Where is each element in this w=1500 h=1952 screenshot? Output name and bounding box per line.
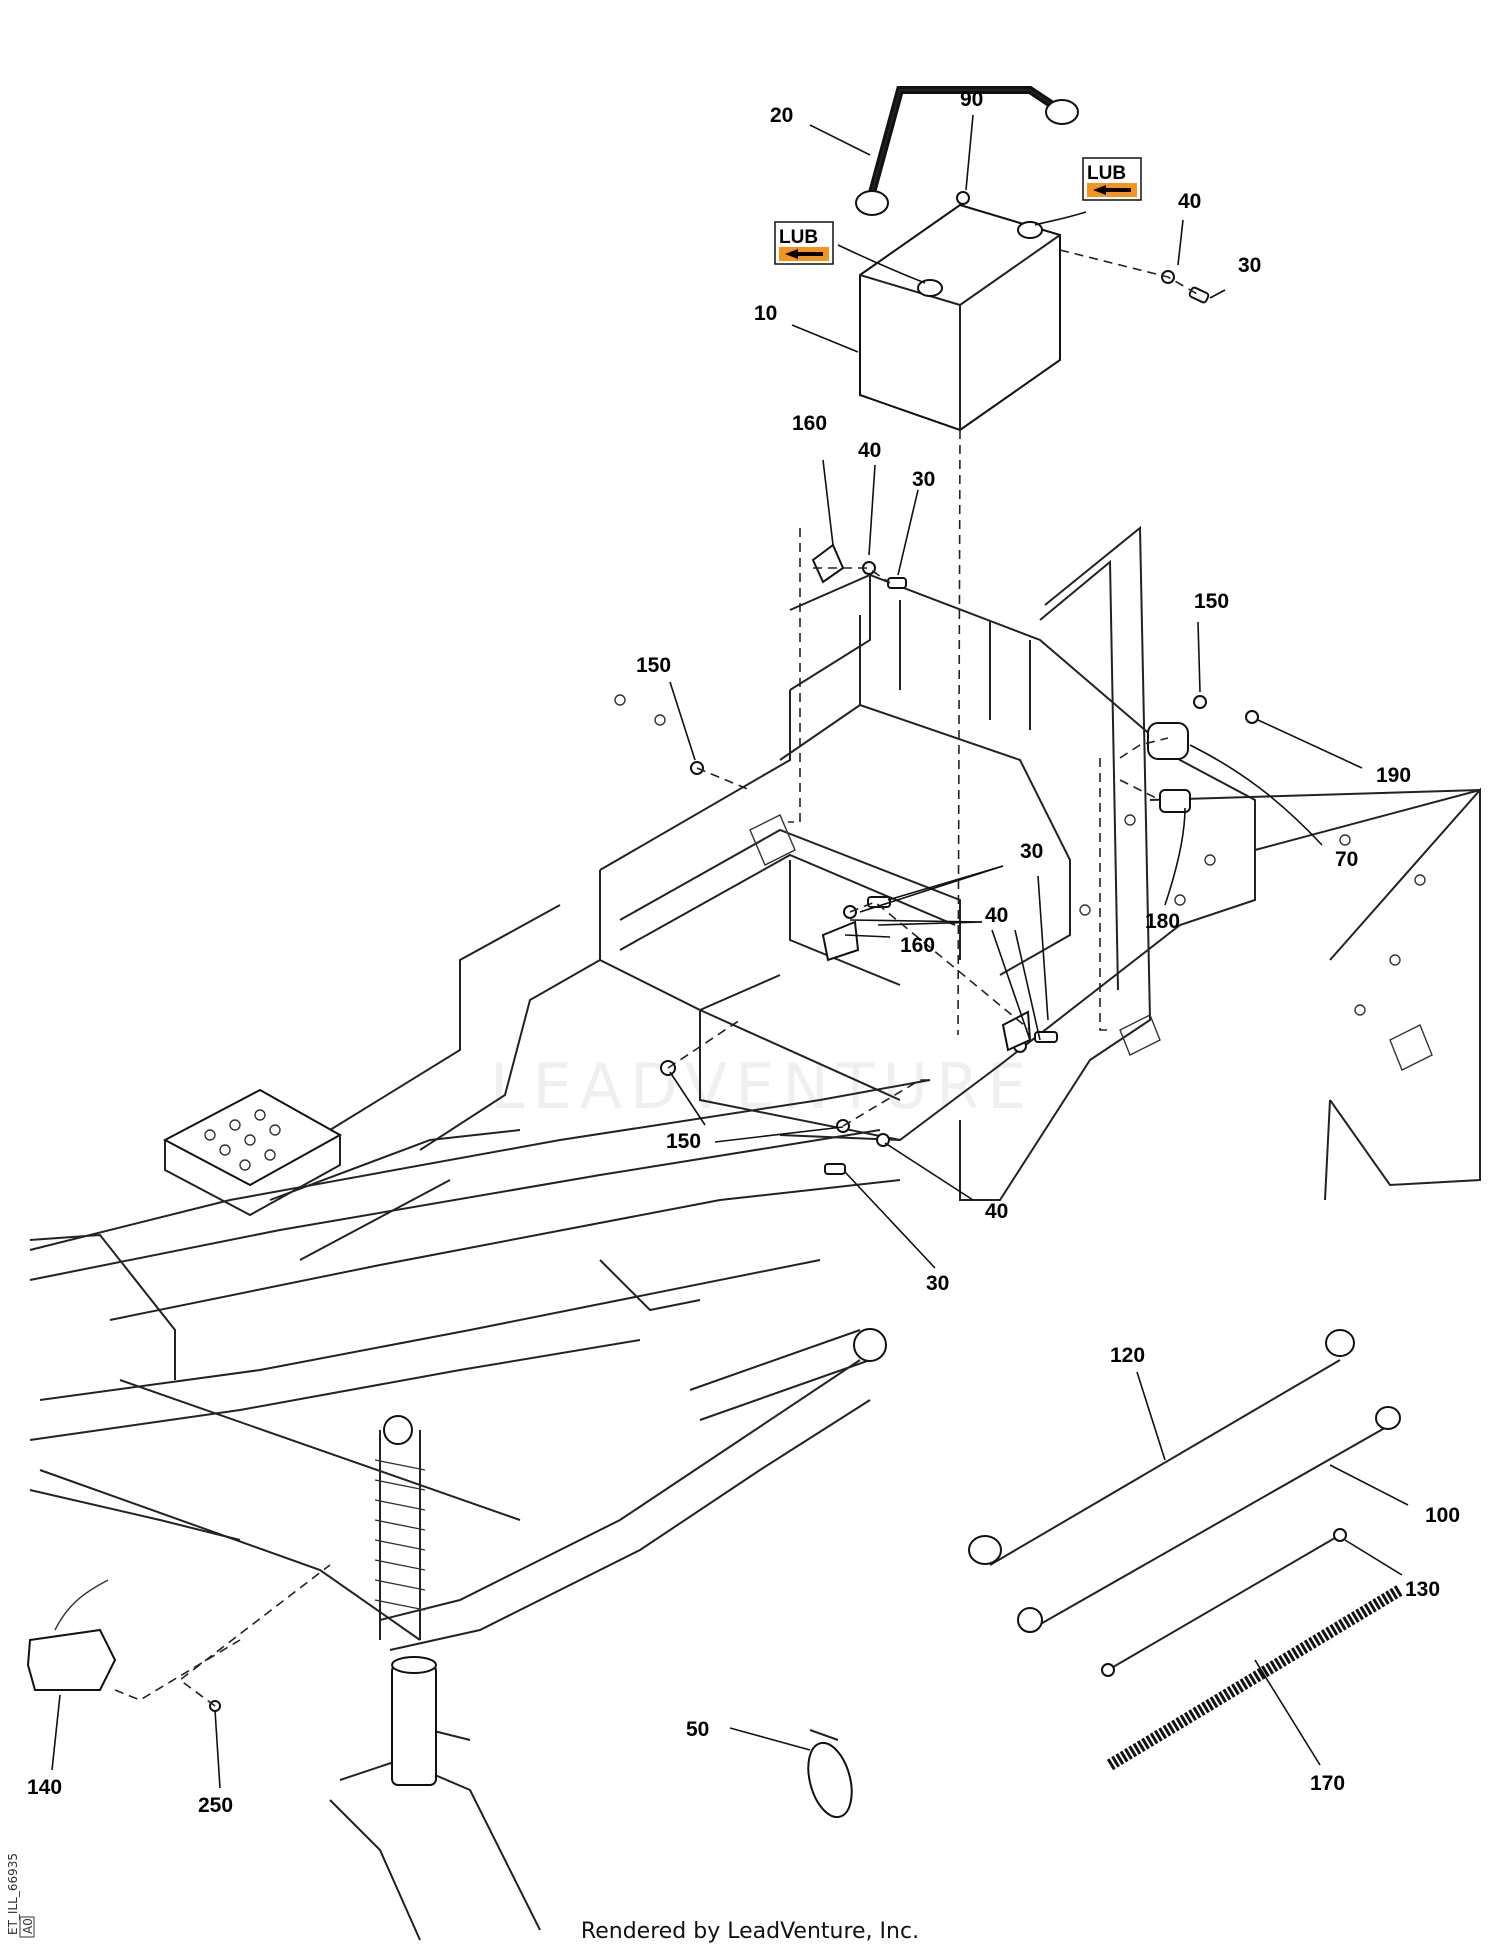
callout-140: 140 xyxy=(27,1776,62,1799)
shock-spring xyxy=(374,1415,426,1640)
assembly-lines xyxy=(114,249,1200,1707)
callout-150: 150 xyxy=(666,1130,701,1153)
footer-credit: Rendered by LeadVenture, Inc. xyxy=(581,1919,919,1944)
callout-130: 130 xyxy=(1405,1578,1440,1601)
callout-180: 180 xyxy=(1145,910,1180,933)
battery xyxy=(859,203,1061,432)
callout-50: 50 xyxy=(686,1718,709,1741)
chassis-frame xyxy=(29,525,1481,1941)
callout-150: 150 xyxy=(636,654,671,677)
leader-lines xyxy=(51,114,1409,1789)
split-loom-conduit xyxy=(1106,1584,1404,1771)
frame-holes xyxy=(204,694,1426,1171)
callout-250: 250 xyxy=(198,1794,233,1817)
lub-label: LUB xyxy=(1087,163,1126,184)
callout-100: 100 xyxy=(1425,1504,1460,1527)
light-assembly xyxy=(26,1579,117,1691)
lub-label: LUB xyxy=(779,227,818,248)
lub-tag-left: LUB xyxy=(774,221,834,265)
figure-id-text: ET_ILL_66935 xyxy=(6,1853,20,1935)
callout-190: 190 xyxy=(1376,764,1411,787)
cable-tie xyxy=(807,1729,853,1819)
hardware xyxy=(209,191,1259,1712)
figure-rev: A0 xyxy=(21,1918,35,1934)
callout-30: 30 xyxy=(1238,254,1261,277)
callout-40: 40 xyxy=(1178,190,1201,213)
callout-40: 40 xyxy=(985,1200,1008,1223)
callout-120: 120 xyxy=(1110,1344,1145,1367)
callout-150: 150 xyxy=(1194,590,1229,613)
lub-arrow-icon xyxy=(1093,185,1131,195)
lub-arrow-icon xyxy=(785,249,823,259)
callout-30: 30 xyxy=(926,1272,949,1295)
cables xyxy=(968,1329,1401,1677)
callout-90: 90 xyxy=(960,88,983,111)
callout-160: 160 xyxy=(900,934,935,957)
figure-id: ET_ILL_66935 A0 xyxy=(6,1853,35,1938)
callout-40: 40 xyxy=(985,904,1008,927)
callout-30: 30 xyxy=(912,468,935,491)
callout-40: 40 xyxy=(858,439,881,462)
callout-170: 170 xyxy=(1310,1772,1345,1795)
callout-30: 30 xyxy=(1020,840,1043,863)
battery-strap xyxy=(855,86,1079,216)
callout-160: 160 xyxy=(792,412,827,435)
callout-10: 10 xyxy=(754,302,777,325)
lub-tag-right: LUB xyxy=(1082,157,1142,201)
callout-70: 70 xyxy=(1335,848,1358,871)
callouts: 20 90 40 30 10 160 40 30 150 150 190 70 … xyxy=(27,88,1460,1817)
callout-20: 20 xyxy=(770,104,793,127)
